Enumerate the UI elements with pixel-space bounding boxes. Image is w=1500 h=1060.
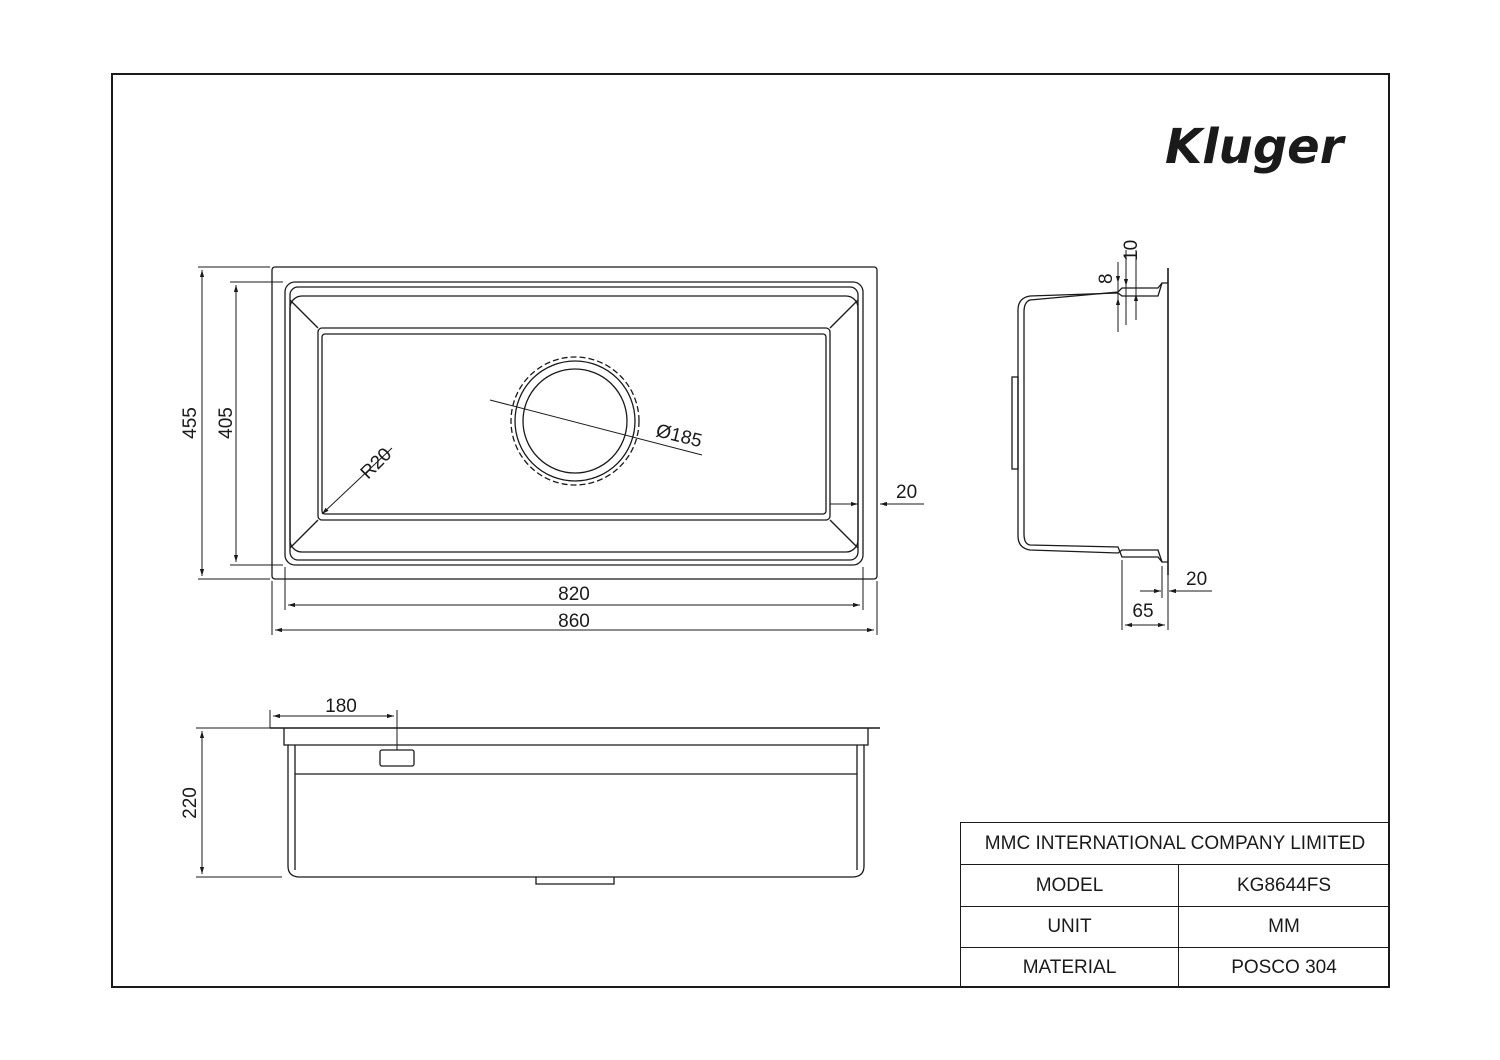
- title-block-row-model: MODEL KG8644FS: [961, 865, 1389, 907]
- top-view-bowl-top: [289, 295, 859, 553]
- unit-label: UNIT: [961, 907, 1179, 947]
- front-view-drain: [535, 877, 615, 885]
- drain-inner: [522, 368, 628, 474]
- top-view-outer-flange: [271, 266, 878, 580]
- front-view-bowl: [283, 728, 869, 878]
- title-block-company-row: MMC INTERNATIONAL COMPANY LIMITED: [961, 823, 1389, 865]
- dim-side-10: 10: [1121, 240, 1142, 261]
- unit-value: MM: [1268, 916, 1300, 937]
- company-name: MMC INTERNATIONAL COMPANY LIMITED: [984, 832, 1366, 854]
- title-block: MMC INTERNATIONAL COMPANY LIMITED MODEL …: [960, 822, 1389, 988]
- front-view-dimensions: [196, 710, 398, 878]
- drain-outer-dashed: [510, 356, 640, 486]
- front-view-overflow: [379, 749, 415, 767]
- dim-side-65: 65: [1132, 601, 1153, 622]
- dim-front-180: 180: [325, 696, 357, 717]
- drain-outer: [514, 360, 636, 482]
- dim-405: 405: [216, 407, 237, 439]
- side-view-dimensions: [1115, 250, 1212, 630]
- dim-860: 860: [558, 611, 590, 632]
- model-label: MODEL: [961, 865, 1179, 906]
- side-view-overflow: [1011, 376, 1019, 470]
- dim-front-220: 220: [180, 787, 201, 819]
- top-view-dimensions: [198, 266, 924, 635]
- title-block-row-unit: UNIT MM: [961, 907, 1389, 948]
- side-view: [1011, 268, 1169, 575]
- top-view: [271, 266, 878, 580]
- top-view-inner-rim: [284, 281, 864, 566]
- dim-820: 820: [558, 584, 590, 605]
- dim-side-gap: 20: [896, 482, 917, 503]
- dim-side-8: 8: [1096, 273, 1117, 284]
- dim-side-20: 20: [1186, 569, 1207, 590]
- model-value: KG8644FS: [1237, 874, 1331, 896]
- top-view-bowl-bottom: [317, 327, 831, 521]
- sheet-border: [111, 73, 1390, 988]
- side-view-profile: [1017, 282, 1168, 563]
- dim-455: 455: [180, 407, 201, 439]
- front-view: [270, 727, 880, 885]
- dim-drain-diameter: Ø185: [654, 420, 704, 452]
- material-label: MATERIAL: [961, 948, 1179, 988]
- title-block-row-material: MATERIAL POSCO 304: [961, 948, 1389, 988]
- material-value: POSCO 304: [1231, 957, 1337, 978]
- brand-logo: Kluger: [1165, 119, 1347, 175]
